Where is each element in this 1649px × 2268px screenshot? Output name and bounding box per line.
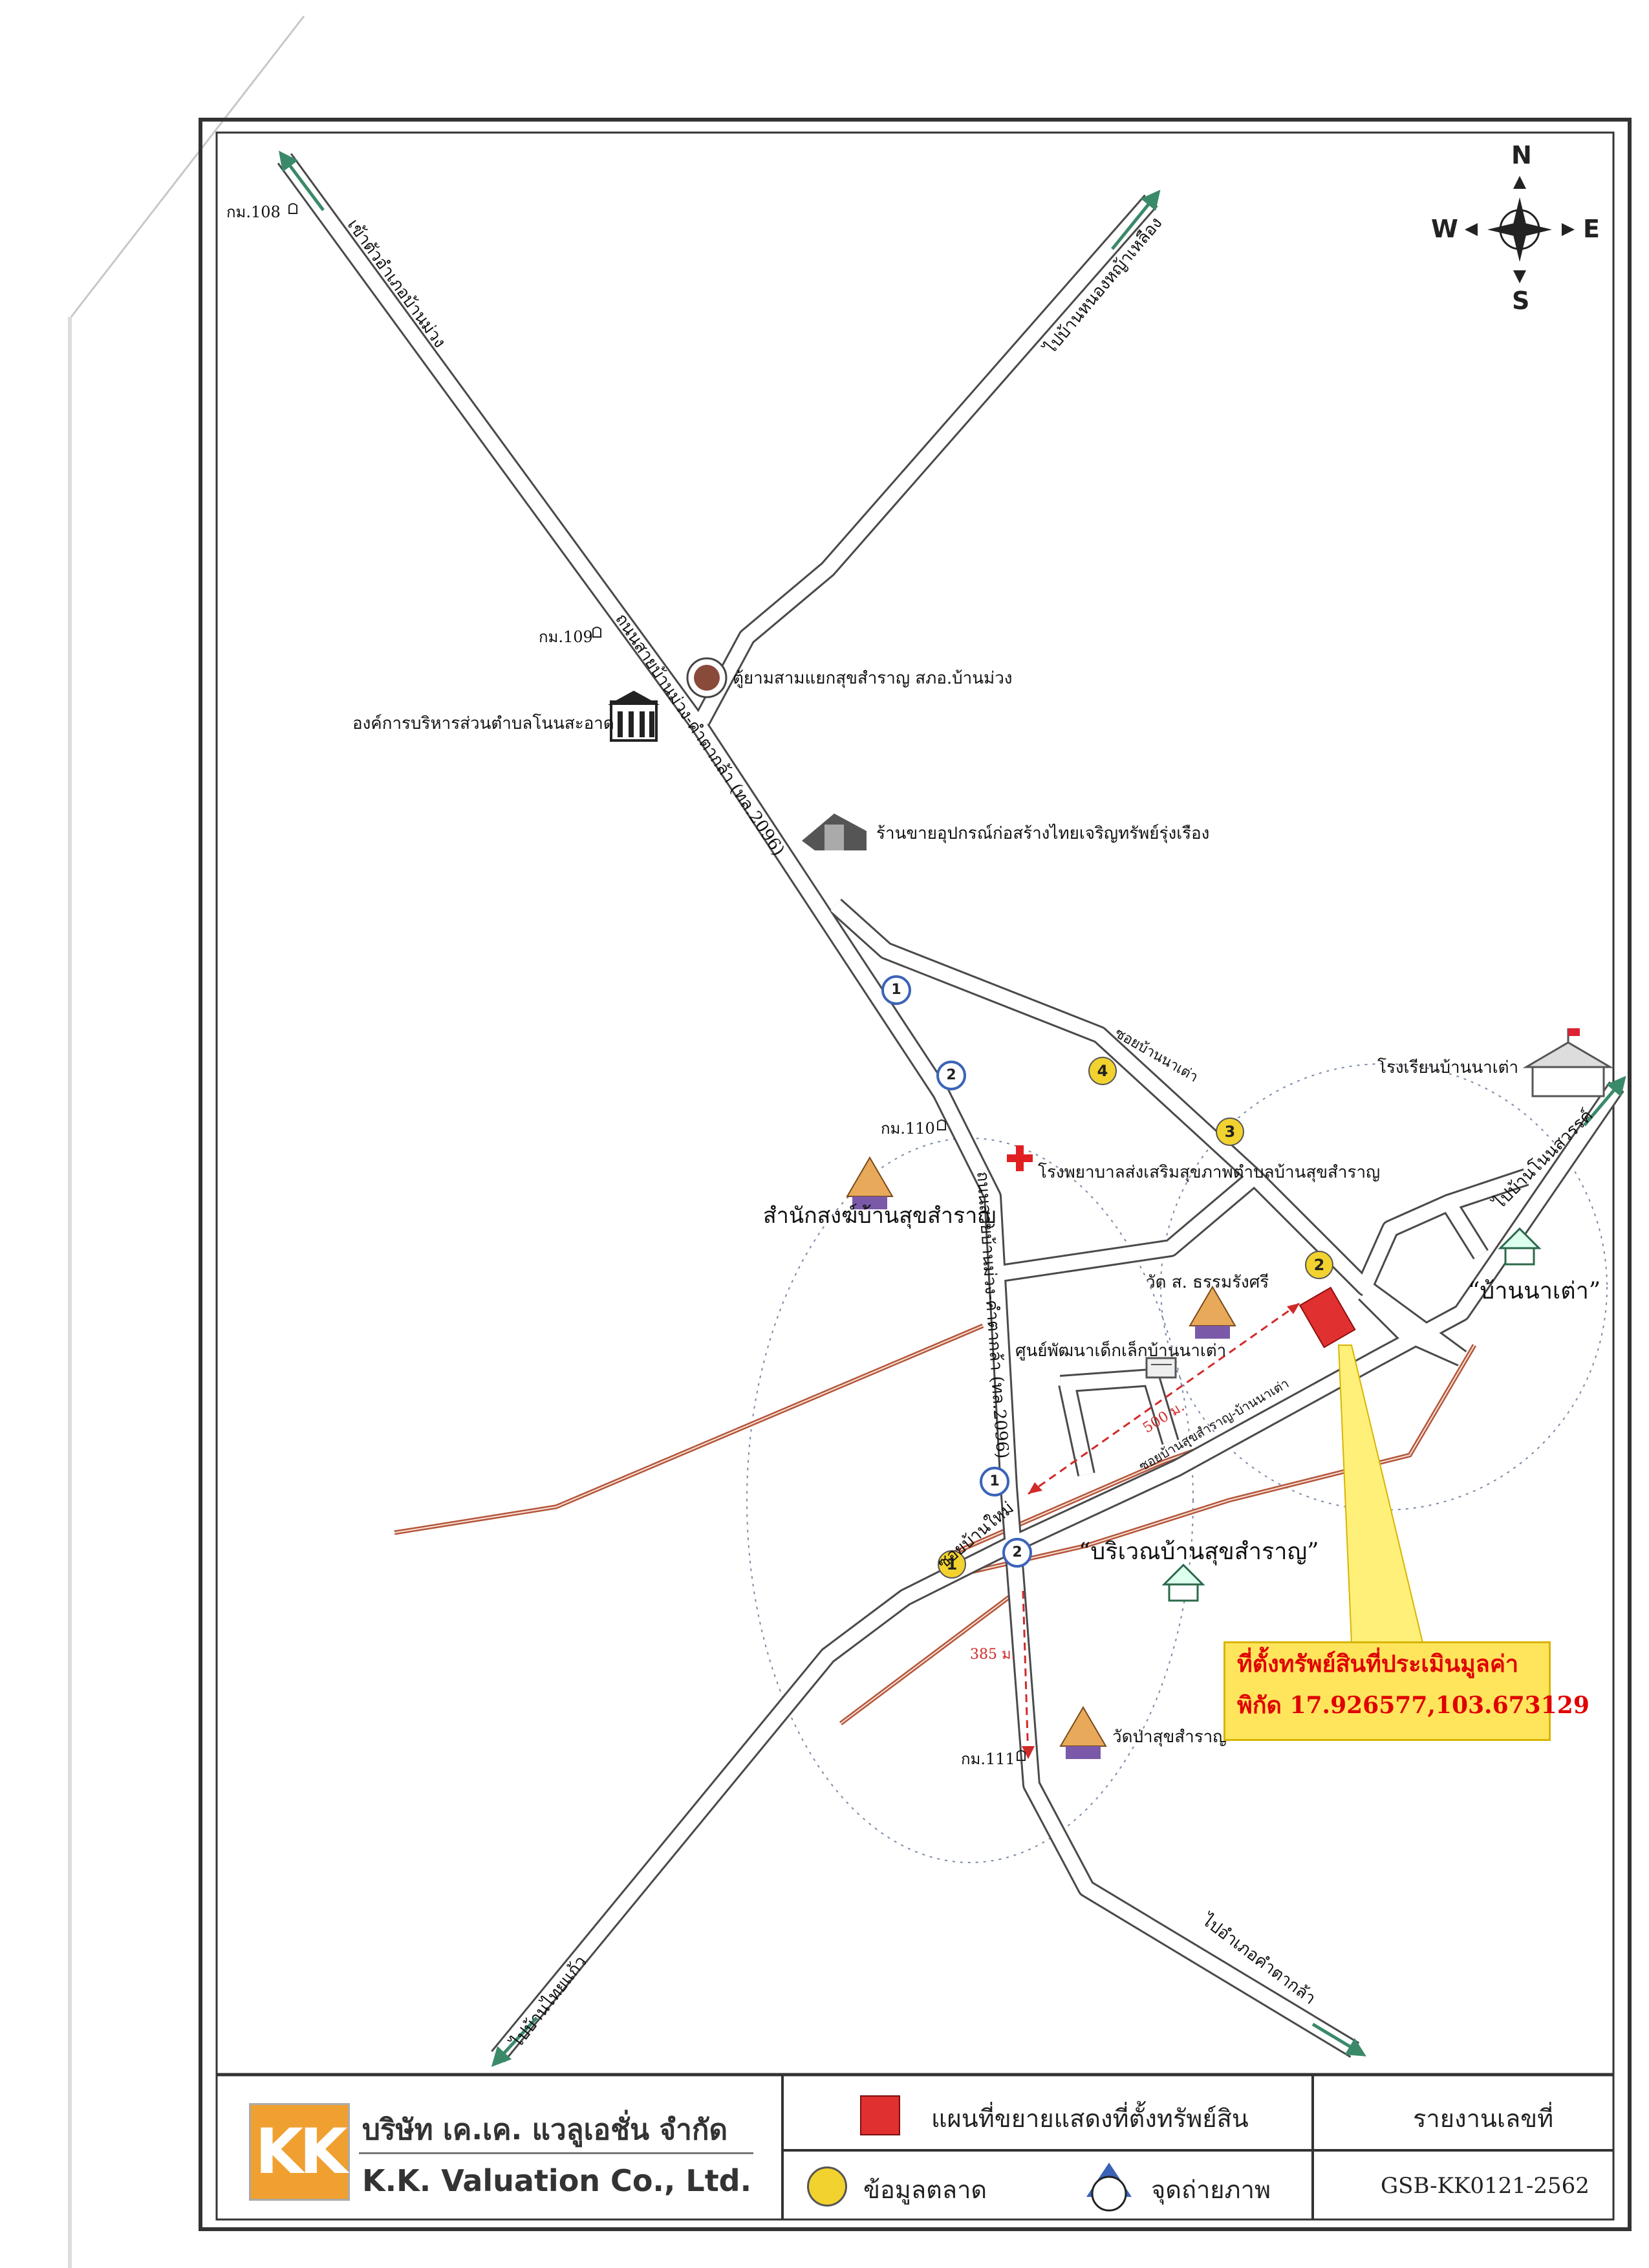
km-108: กม.108 [226, 203, 281, 221]
distance-385m: 385 ม. [970, 1647, 1016, 1663]
label-village-na-tao: “บ้านนาเต่า” [1468, 1278, 1601, 1304]
report-number: GSB-KK0121-2562 [1381, 2173, 1590, 2199]
callout-beam [1337, 1345, 1424, 1643]
legend-subject-swatch [860, 2095, 900, 2135]
photo-marker-upper-1[interactable]: 1 [881, 975, 911, 1005]
legend-market-label: ข้อมูลตลาด [863, 2176, 987, 2204]
label-wat-tham: วัด ส. ธรรมรังศรี [1146, 1273, 1269, 1292]
label-village-suk-samran: “บริเวณบ้านสุขสำราญ” [1079, 1539, 1319, 1565]
compass-s: S [1512, 286, 1530, 315]
market-marker-3[interactable]: 3 [1216, 1118, 1244, 1146]
photo-marker-upper-1-label: 1 [891, 982, 901, 998]
warehouse-icon [802, 814, 867, 850]
subject-title: ที่ตั้งทรัพย์สินที่ประเมินมูลค่า [1237, 1650, 1519, 1678]
child-center-icon [1145, 1357, 1177, 1379]
company-logo: KK [249, 2103, 350, 2201]
company-name-thai: บริษัท เค.เค. แวลูเอชั่น จำกัด [362, 2113, 728, 2146]
market-marker-2-label: 2 [1313, 1256, 1325, 1274]
km-110: กม.110 [881, 1119, 935, 1138]
compass-w: W [1431, 215, 1458, 243]
photo-marker-lower-1-label: 1 [989, 1473, 1000, 1489]
label-school: โรงเรียนบ้านนาเต่า [1377, 1058, 1519, 1077]
report-label: รายงานเลขที่ [1413, 2104, 1554, 2133]
company-name-english: K.K. Valuation Co., Ltd. [362, 2163, 752, 2198]
photo-marker-upper-2-label: 2 [946, 1067, 956, 1083]
label-monastery: สำนักสงฆ์บ้านสุขสำราญ [763, 1203, 997, 1229]
compass-e: E [1583, 215, 1600, 243]
company-logo-text: KK [255, 2115, 348, 2188]
tao-building-icon [608, 691, 660, 742]
label-wat-pa: วัดป่าสุขสำราญ [1112, 1727, 1227, 1747]
direction-arrows [279, 151, 1626, 2068]
market-marker-4-label: 4 [1097, 1062, 1108, 1080]
legend-market-swatch [807, 2166, 847, 2207]
label-hardware-store: ร้านขายอุปกรณ์ก่อสร้างไทยเจริญทรัพย์รุ่ง… [876, 824, 1210, 843]
distance-arrowhead-2 [1028, 1482, 1042, 1494]
temple-icon-wat-pa [1059, 1706, 1107, 1759]
company-underline [359, 2152, 753, 2154]
distance-arrowhead-1 [1287, 1303, 1300, 1314]
distance-arrowhead-3 [1022, 1746, 1035, 1759]
inner-frame [215, 131, 1615, 2221]
distance-lines [1022, 1302, 1300, 1760]
scan-edge [70, 16, 305, 318]
compass-rose [1465, 176, 1575, 283]
compass-n: N [1511, 141, 1532, 169]
checkpoint-icon [686, 657, 727, 698]
scan-corner-shadow [0, 0, 304, 2268]
photo-marker-upper-2[interactable]: 2 [936, 1061, 966, 1090]
label-tao: องค์การบริหารส่วนตำบลโนนสะอาด [352, 714, 614, 733]
temple-icon-wat-tham [1189, 1286, 1236, 1339]
house-icon-suk-samran [1161, 1563, 1205, 1602]
legend-photo-icon [1080, 2161, 1138, 2213]
school-icon [1522, 1028, 1614, 1097]
temple-icon-monastery [846, 1156, 894, 1209]
roads-inner [279, 154, 1623, 2061]
market-marker-3-label: 3 [1224, 1123, 1236, 1141]
photo-marker-lower-1[interactable]: 1 [980, 1467, 1009, 1496]
house-icon-na-tao [1498, 1227, 1542, 1266]
legend-photo-label: จุดถ่ายภาพ [1151, 2176, 1271, 2204]
label-hospital: โรงพยาบาลส่งเสริมสุขภาพตำบลบ้านสุขสำราญ [1038, 1163, 1381, 1182]
market-marker-1-label: 1 [946, 1555, 958, 1573]
photo-marker-lower-2[interactable]: 2 [1002, 1538, 1032, 1568]
subject-property-marker [1299, 1286, 1356, 1348]
label-child-center: ศูนย์พัฒนาเด็กเล็กบ้านนาเต่า [1015, 1341, 1227, 1361]
market-marker-1[interactable]: 1 [938, 1550, 966, 1579]
photo-marker-lower-2-label: 2 [1012, 1544, 1022, 1561]
subject-coords: พิกัด 17.926577,103.673129 [1237, 1692, 1590, 1719]
label-checkpoint: ตู้ยามสามแยกสุขสำราญ สภอ.บ้านม่วง [733, 669, 1013, 688]
km-109: กม.109 [539, 628, 593, 646]
km-post-icons [288, 203, 1026, 1761]
market-marker-2[interactable]: 2 [1305, 1251, 1333, 1279]
outer-frame [199, 118, 1632, 2231]
legend-subject-label: แผนที่ขยายแสดงที่ตั้งทรัพย์สิน [931, 2104, 1249, 2133]
subject-callout: ที่ตั้งทรัพย์สินที่ประเมินมูลค่า พิกัด 1… [1223, 1641, 1590, 1741]
hospital-icon [1007, 1145, 1033, 1171]
km-111: กม.111 [961, 1750, 1015, 1768]
market-marker-4[interactable]: 4 [1088, 1057, 1117, 1085]
